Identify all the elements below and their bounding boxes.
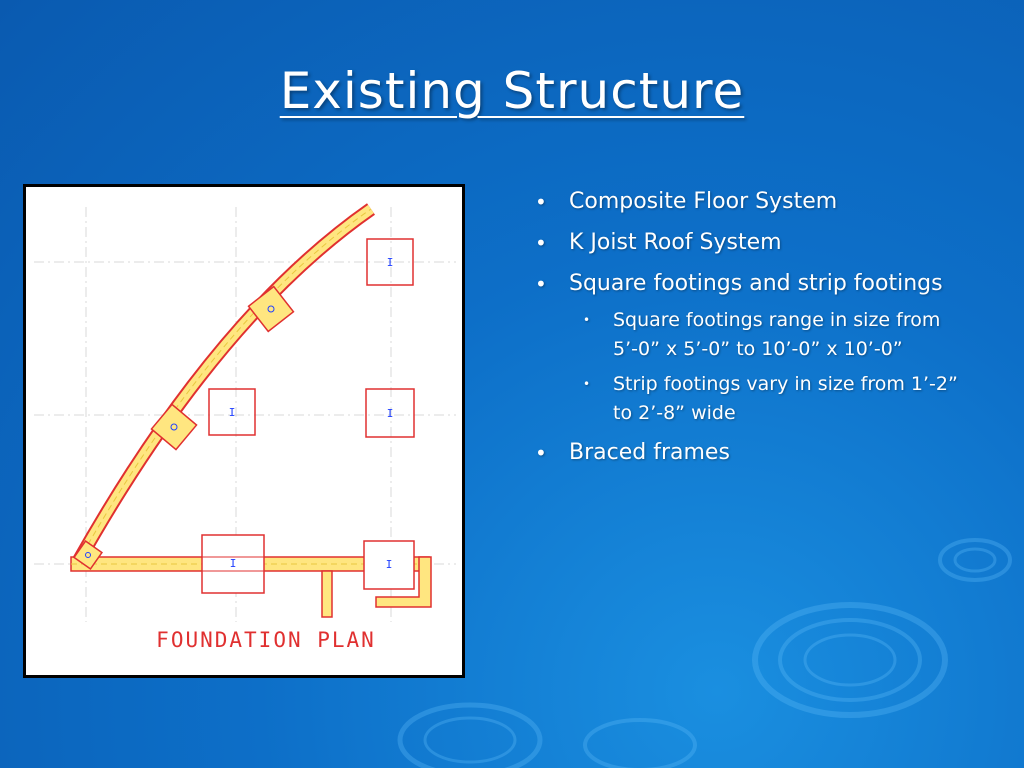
bullet-item: Composite Floor System	[535, 186, 975, 218]
curved-strip-footing	[71, 203, 376, 566]
bullet-item: Square footings and strip footings Squar…	[535, 268, 975, 428]
square-footings	[201, 238, 415, 594]
footing-mark: I	[230, 557, 237, 570]
sub-bullet-item: Square footings range in size from 5’-0”…	[569, 306, 975, 364]
bullet-text: Braced frames	[569, 440, 730, 465]
figure-caption: FOUNDATION PLAN	[156, 628, 376, 652]
footing-mark: I	[229, 406, 236, 419]
sub-bullet-text: Square footings range in size from 5’-0”…	[613, 309, 941, 360]
pier-marks	[85, 305, 275, 558]
footing-marks: I I I I I	[229, 256, 394, 571]
bullet-item: Braced frames	[535, 437, 975, 469]
bullet-text: Square footings and strip footings	[569, 271, 943, 296]
footing-mark: I	[387, 256, 394, 269]
sub-bullet-item: Strip footings vary in size from 1’-2” t…	[569, 370, 975, 428]
bullet-text: K Joist Roof System	[569, 230, 782, 255]
footing-mark: I	[387, 407, 394, 420]
slide-title: Existing Structure	[279, 62, 745, 120]
sub-bullet-list: Square footings range in size from 5’-0”…	[569, 306, 975, 428]
foundation-plan-figure: I I I I I FOUNDATION PLAN	[23, 184, 465, 678]
bullet-text: Composite Floor System	[569, 189, 838, 214]
curve-pier-footings	[73, 285, 295, 570]
bullet-item: K Joist Roof System	[535, 227, 975, 259]
footing-mark: I	[386, 558, 393, 571]
sub-bullet-text: Strip footings vary in size from 1’-2” t…	[613, 373, 958, 424]
bullet-list: Composite Floor System K Joist Roof Syst…	[535, 186, 975, 478]
foundation-plan-drawing: I I I I I FOUNDATION PLAN	[34, 203, 456, 652]
